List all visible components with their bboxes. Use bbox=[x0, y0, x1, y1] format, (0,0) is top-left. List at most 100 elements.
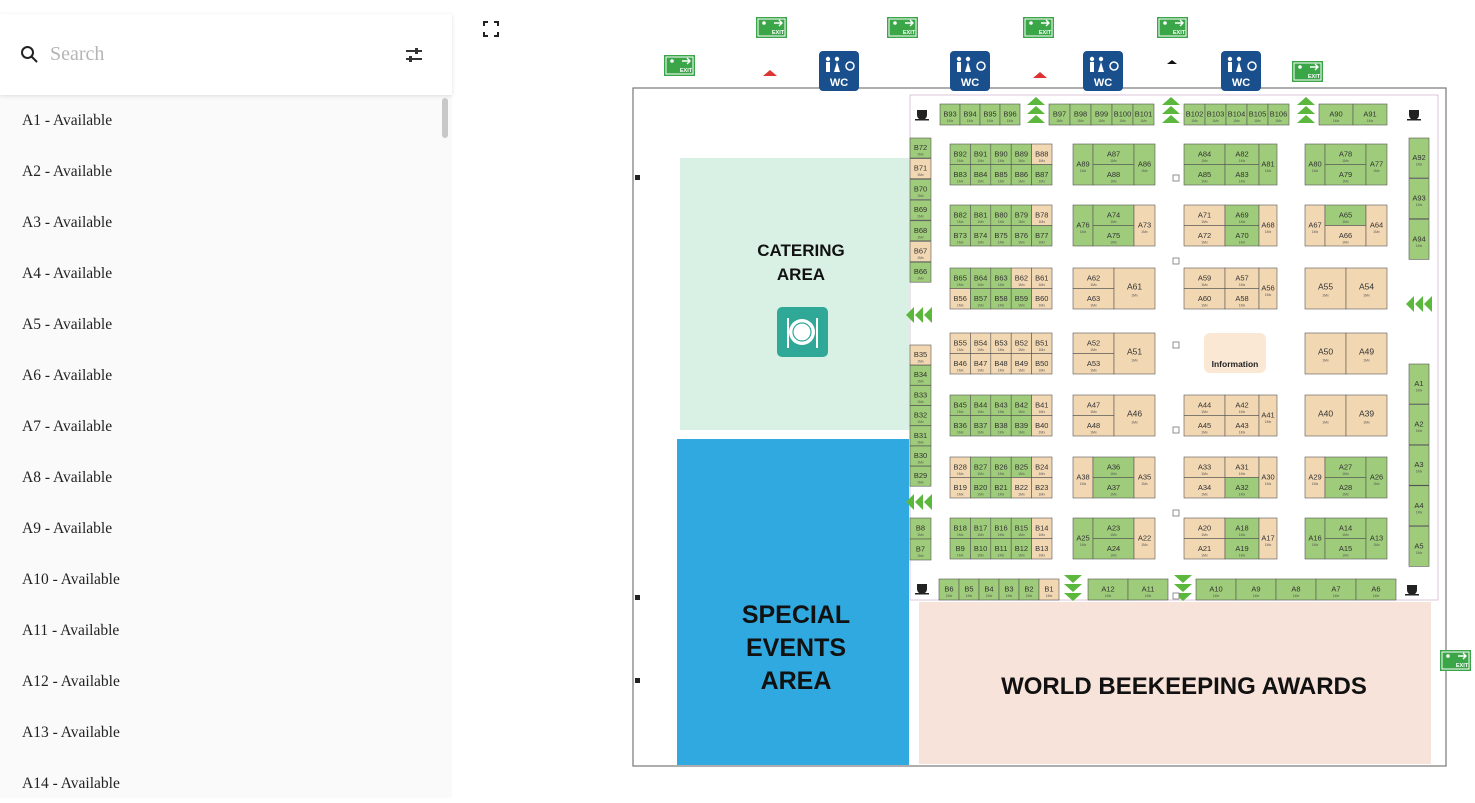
booth-rect[interactable] bbox=[1408, 178, 1430, 219]
booth-rect[interactable] bbox=[909, 538, 932, 561]
booth-rect[interactable] bbox=[909, 158, 932, 179]
booth-rect[interactable] bbox=[1113, 332, 1156, 375]
booth-rect[interactable] bbox=[1408, 485, 1430, 527]
booth-rect[interactable] bbox=[1365, 204, 1388, 247]
booth-rect[interactable] bbox=[1352, 103, 1388, 126]
filter-settings-icon[interactable] bbox=[404, 46, 424, 64]
booth-rect[interactable] bbox=[909, 199, 932, 221]
search-input[interactable] bbox=[50, 34, 370, 74]
booth-rect[interactable] bbox=[1031, 288, 1053, 310]
booth-rect[interactable] bbox=[1365, 143, 1388, 186]
booth-rect[interactable] bbox=[1113, 267, 1156, 310]
booth-list-item[interactable]: A2 - Available bbox=[22, 163, 113, 180]
booth-rect[interactable] bbox=[1408, 444, 1430, 486]
awards-area[interactable]: WORLD BEEKEEPING AWARDS bbox=[919, 602, 1431, 764]
booth-rect[interactable] bbox=[1113, 394, 1156, 437]
booth-rect[interactable] bbox=[1031, 477, 1053, 499]
booth-rect[interactable] bbox=[1031, 353, 1053, 375]
booth-rect[interactable] bbox=[1038, 578, 1060, 601]
booth-list-item[interactable]: A11 - Available bbox=[22, 622, 120, 639]
booth-rect[interactable] bbox=[1258, 267, 1278, 310]
booth-list-item[interactable]: A10 - Available bbox=[22, 571, 120, 588]
